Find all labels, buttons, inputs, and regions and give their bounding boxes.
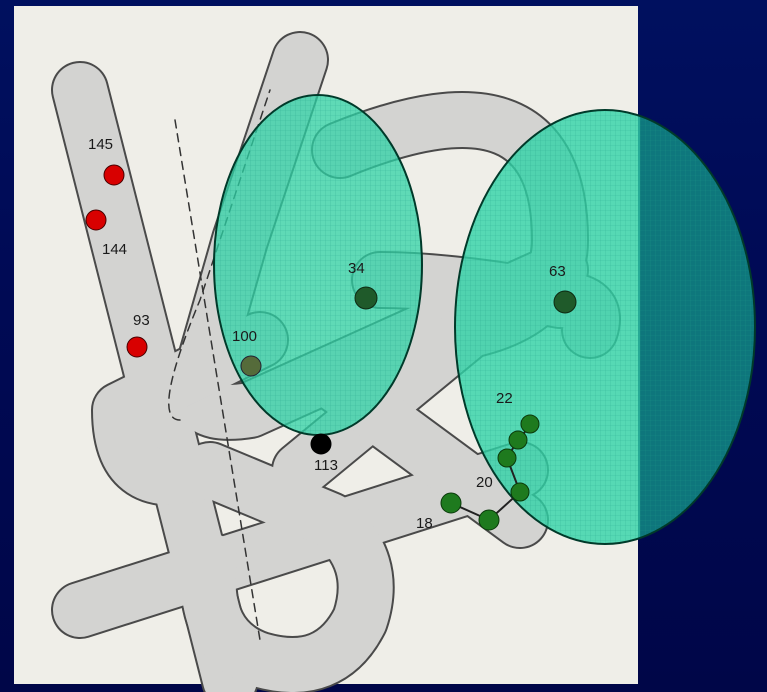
residue-label: 63 — [549, 263, 566, 280]
residue-label: 93 — [133, 312, 150, 329]
residue-label: 18 — [416, 515, 433, 532]
residue-label: 144 — [102, 241, 127, 258]
highlight-ellipse-left — [214, 95, 422, 435]
residue-label: 145 — [88, 136, 113, 153]
residue-label: 113 — [314, 457, 338, 474]
residue-label: 20 — [476, 474, 493, 491]
residue-label: 22 — [496, 390, 513, 407]
residue-label: 100 — [232, 328, 257, 345]
residue-label: 34 — [348, 260, 365, 277]
